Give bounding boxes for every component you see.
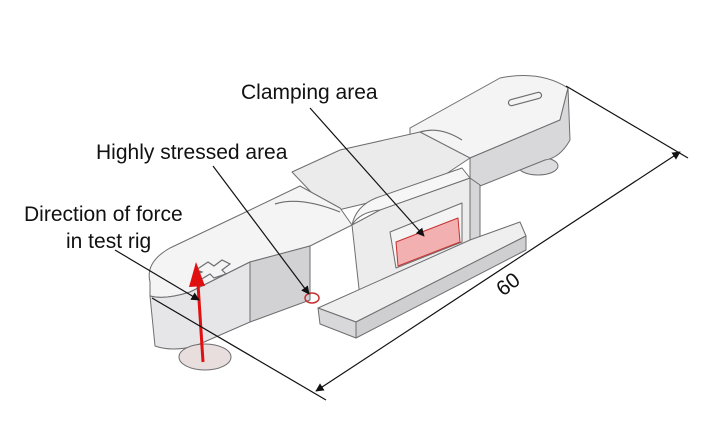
label-force-line1: Direction of force [24,203,183,226]
left-foot [178,343,232,371]
left-lug-bevel [249,245,311,323]
dim-extension-left [151,297,327,401]
dimension-60 [151,85,689,401]
label-force-line2: in test rig [66,230,152,253]
label-highly-stressed-area: Highly stressed area [96,141,288,164]
ridge-line-2 [419,129,463,141]
slot-mark-icon [507,91,543,107]
specimen-part [148,75,571,371]
dim-line [315,151,681,392]
leader-stressed [212,165,310,295]
dim-extension-right [565,85,689,159]
label-clamping-area: Clamping area [241,81,378,104]
leader-force [114,249,200,301]
